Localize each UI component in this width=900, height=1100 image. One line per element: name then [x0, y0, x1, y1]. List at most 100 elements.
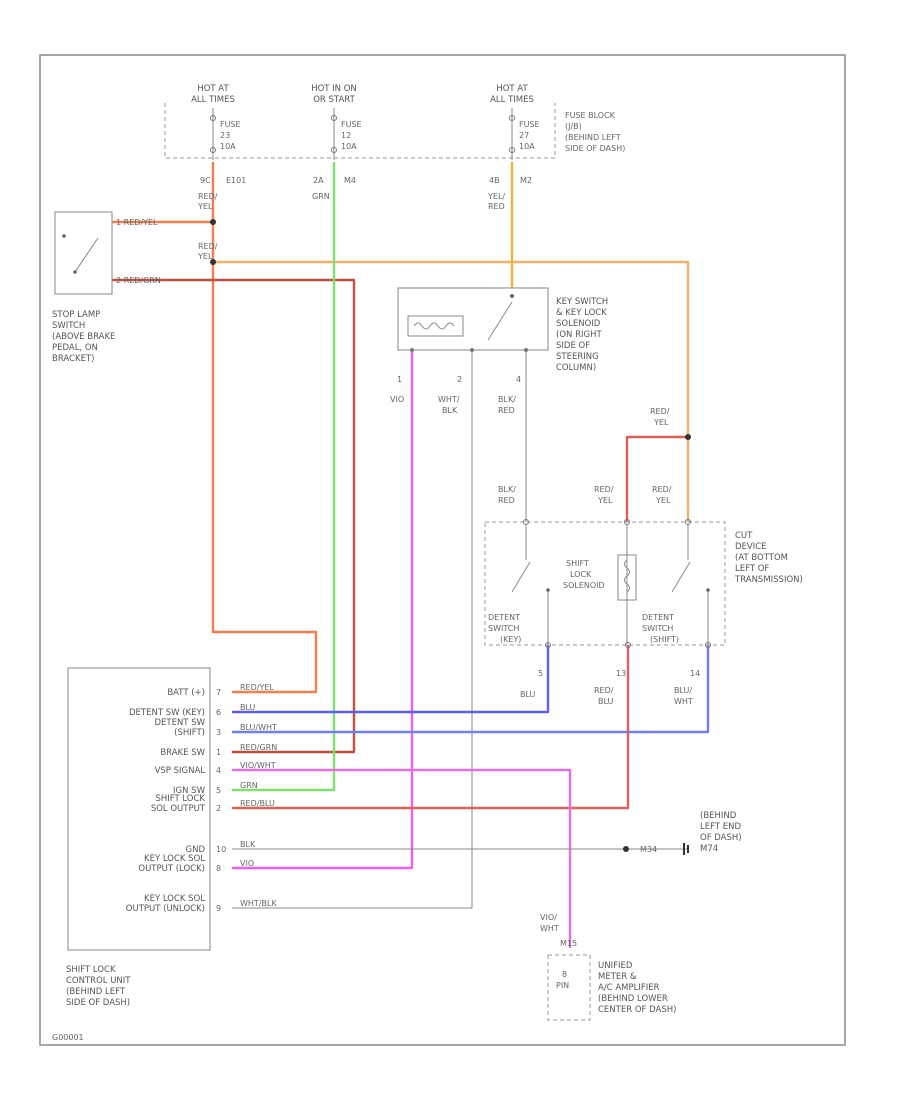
fuse-3-conn-pin: 4B [489, 176, 500, 185]
key-switch-pin-4: 4 [516, 375, 521, 384]
cut-device-label-5: TRANSMISSION) [734, 575, 803, 585]
cut-device-pin-13: 13 [616, 669, 626, 678]
wire-red-grn-brake [112, 278, 356, 754]
stop-lamp-pin-1: 1 RED/YEL [116, 218, 158, 227]
fuse-1-conn-id: E101 [226, 176, 246, 185]
wires [112, 162, 710, 948]
control-unit-wire-color: BLU [240, 703, 256, 712]
control-unit-row-label: BATT (+) [167, 688, 205, 698]
ground-label-3: OF DASH) [700, 833, 742, 843]
control-unit-row-label: SHIFT LOCK [155, 794, 205, 804]
stop-lamp-label-4: PEDAL, ON [52, 343, 98, 353]
ground-splice-id: M34 [640, 845, 657, 854]
unified-meter-label-4: (BEHIND LOWER [598, 994, 668, 1004]
fuse-1-conn-pin: 9C [200, 176, 211, 185]
detent-shift-label-1: DETENT [642, 613, 674, 622]
fuse-3-terminal [509, 115, 515, 121]
fuse-2-rating: 10A [341, 142, 357, 151]
wire-label-vio-wht-a: VIO/ [540, 913, 557, 922]
fuse-block-label-1: FUSE BLOCK [565, 111, 616, 120]
detent-key-label-1: DETENT [488, 613, 520, 622]
control-unit-wire-color: WHT/BLK [240, 899, 277, 908]
fuse-2-number: 12 [341, 131, 351, 140]
ground-label-4: M74 [700, 844, 718, 854]
detent-shift-label-2: SWITCH [642, 624, 673, 633]
control-unit-wire-color: BLK [240, 840, 256, 849]
fuse-3-number: 27 [519, 131, 529, 140]
splice-dot [685, 434, 691, 440]
hot-label-1-line-2: ALL TIMES [191, 95, 235, 105]
wire-label-red-yel-2b: YEL [197, 252, 213, 261]
key-switch-label-4: (ON RIGHT [556, 330, 602, 340]
fuse-1-terminal [210, 115, 216, 121]
hot-label-3-line-1: HOT AT [496, 84, 528, 94]
stop-lamp-label-5: BRACKET) [52, 354, 94, 364]
cut-device-label-1: CUT [735, 531, 753, 541]
wire-label-blk-red-2b: RED [498, 496, 515, 505]
control-unit-row-label: GND [186, 845, 206, 855]
wire-red-yel-solenoid [625, 435, 688, 522]
fuse-1-rating: 10A [220, 142, 236, 151]
cut-device-label-4: LEFT OF [735, 564, 769, 574]
wire-label-yel-red-b: RED [488, 202, 505, 211]
control-unit-pin: 6 [216, 708, 221, 717]
stop-lamp-label-2: SWITCH [52, 321, 85, 331]
wire-label-red-yel-5b: YEL [655, 496, 671, 505]
control-unit-wire-color: BLU/WHT [240, 723, 277, 732]
control-unit-row-label: SOL OUTPUT [151, 804, 206, 814]
control-unit-label-2: CONTROL UNIT [66, 976, 131, 986]
hot-label-2-line-2: OR START [313, 95, 355, 105]
wire-red-yel-batt [211, 162, 318, 694]
wire-label-blk-red-1a: BLK/ [498, 395, 516, 404]
solenoid-label-2: LOCK [570, 570, 592, 579]
wire-red-blu-shift-lock [232, 645, 630, 810]
wire-label-blk-red-2a: BLK/ [498, 485, 516, 494]
fuse-3-word: FUSE [519, 120, 540, 129]
control-unit-row-label: OUTPUT (LOCK) [138, 864, 205, 874]
wire-label-wht-blk-b: BLK [442, 406, 458, 415]
wire-vio-key-lock [232, 350, 414, 870]
fuse-block-label-2: (J/B) [565, 122, 582, 131]
key-switch-pin-1: 1 [397, 375, 402, 384]
control-unit-pin: 9 [216, 904, 221, 913]
wire-label-blu-wht-b: WHT [674, 697, 693, 706]
stop-lamp-label-1: STOP LAMP [52, 310, 100, 320]
wire-wht-blk-unlock [232, 350, 473, 909]
fuse-3-conn-id: M2 [520, 176, 532, 185]
key-switch-label-2: & KEY LOCK [556, 308, 607, 318]
solenoid-label-1: SHIFT [566, 559, 589, 568]
fuse-1-word: FUSE [220, 120, 241, 129]
wire-label-vio-wht-b: WHT [540, 924, 559, 933]
wire-label-blu: BLU [520, 690, 536, 699]
control-unit-wire-color: RED/BLU [240, 799, 275, 808]
control-unit-row-label: DETENT SW (KEY) [129, 708, 205, 718]
fuse-block-label-4: SIDE OF DASH) [565, 144, 625, 153]
control-unit-row-label: IGN SW [173, 786, 206, 796]
wire-blu-wht-detent-shift [232, 645, 710, 734]
key-switch-label-6: STEERING [556, 352, 599, 362]
splice-dot [210, 219, 216, 225]
diagram-frame [39, 54, 846, 1046]
control-unit-pin: 2 [216, 804, 221, 813]
solenoid-label-3: SOLENOID [563, 581, 605, 590]
wire-red-yel-cut-device [213, 260, 690, 522]
control-unit-row-label: BRAKE SW [160, 748, 205, 758]
wire-label-red-yel-4b: YEL [597, 496, 613, 505]
wire-label-red-yel-4a: RED/ [594, 485, 614, 494]
control-unit-wire-color: VIO/WHT [240, 761, 276, 770]
cut-device: RED/ YEL BLK/ RED RED/ YEL RED/ YEL SHIF… [484, 407, 803, 706]
control-unit-pin: 4 [216, 766, 221, 775]
hot-label-2-line-1: HOT IN ON [311, 84, 357, 94]
control-unit-row-label: KEY LOCK SOL [144, 894, 205, 904]
wire-label-red-yel-2a: RED/ [198, 242, 218, 251]
wire-label-red-yel-3b: YEL [653, 418, 669, 427]
wire-label-blk-red-1b: RED [498, 406, 515, 415]
wire-label-grn: GRN [312, 192, 330, 201]
stop-lamp-switch: 1 RED/YEL 2 RED/GRN STOP LAMP SWITCH (AB… [52, 211, 161, 364]
detent-shift-label-3: (SHIFT) [650, 635, 679, 644]
key-switch-label-7: COLUMN) [556, 363, 596, 373]
stop-lamp-label-3: (ABOVE BRAKE [52, 332, 115, 342]
key-switch: 1 2 4 VIO WHT/ BLK BLK/ RED KEY SWITCH &… [390, 287, 608, 415]
unified-meter-conn: M15 [560, 939, 577, 948]
